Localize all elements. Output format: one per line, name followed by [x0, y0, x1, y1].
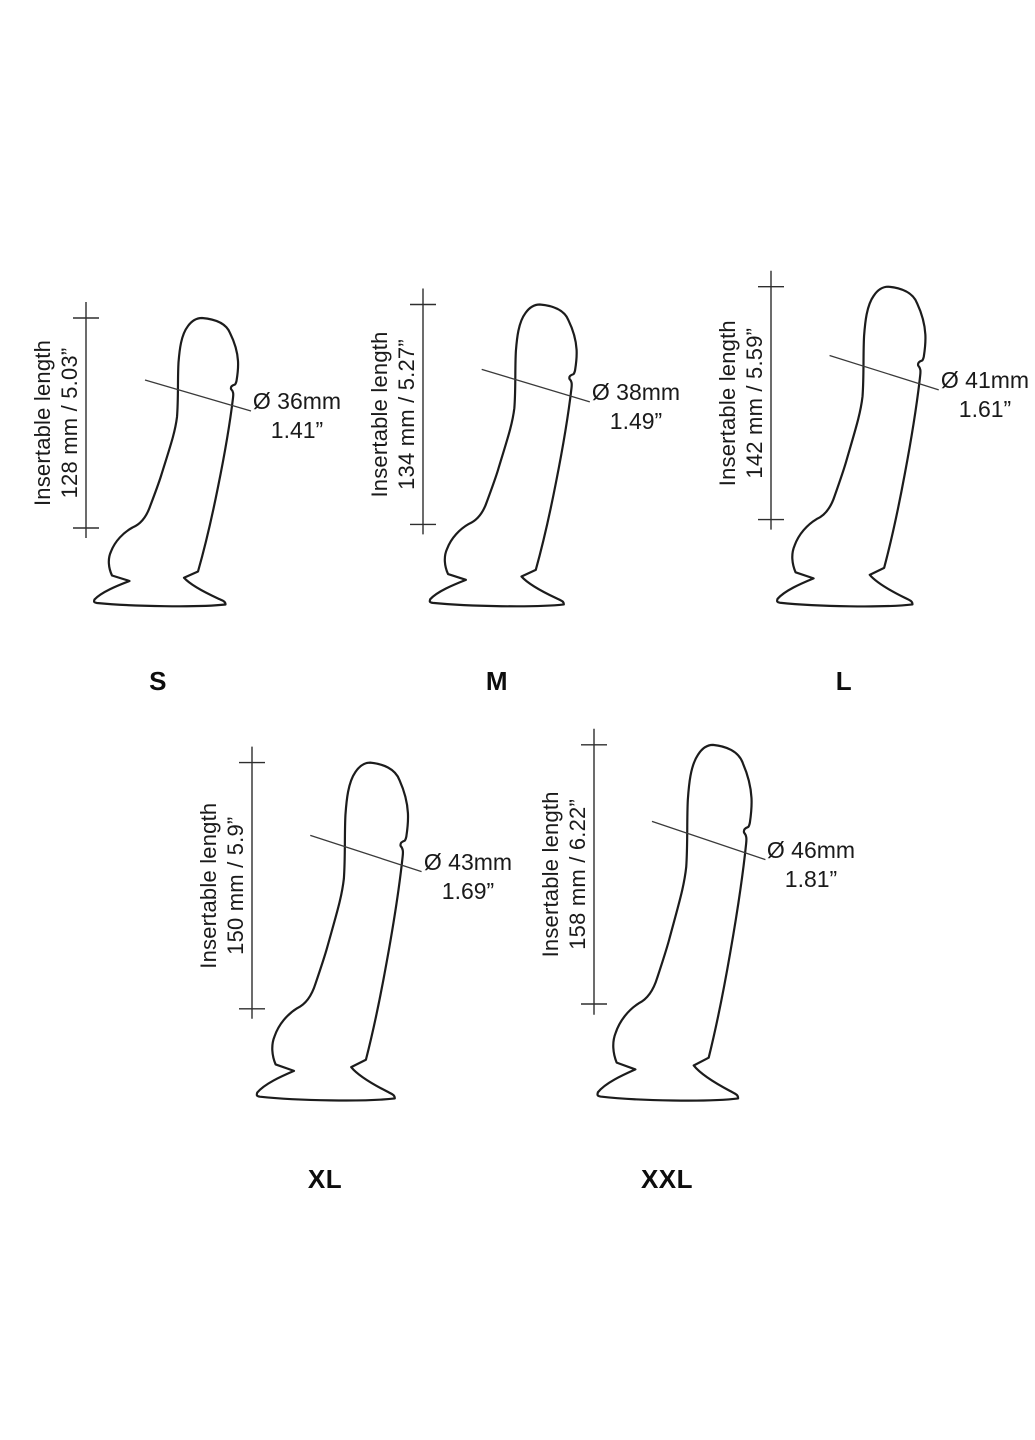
product-outline-group	[777, 287, 939, 607]
product-outline-diagram-xxl: Insertable length 158 mm / 6.22” Ø 46mm …	[538, 728, 855, 1134]
diameter-measure-line	[652, 821, 765, 859]
diameter-mm-value: Ø 38mm	[592, 379, 680, 405]
diameter-inch-value: 1.81”	[785, 866, 837, 892]
product-outline-diagram-l: Insertable length 142 mm / 5.59” Ø 41mm …	[715, 270, 1029, 639]
dimension-line	[73, 302, 99, 538]
figure-size-s: Insertable length 128 mm / 5.03” Ø 36mm …	[28, 293, 358, 641]
insertable-length-label: Insertable length	[538, 791, 563, 957]
dimension-line	[410, 288, 436, 535]
product-outline	[597, 745, 751, 1101]
diameter-mm-value: Ø 36mm	[253, 388, 341, 414]
diameter-measure-line	[482, 369, 590, 401]
diameter-measure-line	[145, 380, 251, 411]
dimension-line	[239, 746, 265, 1019]
dimension-line	[758, 270, 784, 530]
diameter-inch-value: 1.69”	[442, 878, 494, 904]
product-outline	[430, 304, 577, 606]
product-outline-group	[94, 318, 251, 606]
insertable-length-value: 150 mm / 5.9”	[223, 817, 248, 955]
product-outline	[257, 763, 408, 1101]
product-outline-group	[597, 745, 765, 1101]
size-label-l: L	[835, 666, 853, 696]
diameter-inch-value: 1.49”	[610, 408, 662, 434]
insertable-length-label: Insertable length	[367, 331, 392, 497]
figure-size-xl: Insertable length 150 mm / 5.9” Ø 43mm 1…	[194, 735, 529, 1133]
product-outline	[777, 287, 925, 607]
insertable-length-value: 128 mm / 5.03”	[57, 348, 82, 499]
size-label-xxl: XXL	[640, 1164, 694, 1194]
insertable-length-label: Insertable length	[715, 320, 740, 486]
diameter-mm-value: Ø 46mm	[767, 837, 855, 863]
insertable-length-value: 142 mm / 5.59”	[742, 328, 767, 479]
insertable-length-value: 134 mm / 5.27”	[394, 339, 419, 490]
insertable-length-label: Insertable length	[30, 340, 55, 506]
product-outline	[94, 318, 238, 606]
insertable-length-label: Insertable length	[196, 803, 221, 969]
diameter-inch-value: 1.61”	[959, 396, 1011, 422]
diameter-mm-value: Ø 43mm	[424, 849, 512, 875]
diameter-mm-value: Ø 41mm	[941, 367, 1029, 393]
product-outline-diagram-xl: Insertable length 150 mm / 5.9” Ø 43mm 1…	[196, 746, 512, 1133]
figure-size-xxl: Insertable length 158 mm / 6.22” Ø 46mm …	[536, 718, 873, 1134]
product-outline-group	[257, 763, 422, 1101]
product-outline-group	[430, 304, 590, 606]
diameter-measure-line	[310, 835, 421, 871]
dimension-line	[581, 728, 607, 1015]
product-outline-diagram-m: Insertable length 134 mm / 5.27” Ø 38mm …	[367, 288, 680, 640]
size-label-m: M	[485, 666, 509, 696]
size-label-xl: XL	[307, 1164, 343, 1194]
diameter-inch-value: 1.41”	[271, 417, 323, 443]
size-label-s: S	[149, 666, 167, 696]
diameter-measure-line	[830, 355, 939, 389]
product-outline-diagram-s: Insertable length 128 mm / 5.03” Ø 36mm …	[30, 302, 341, 641]
insertable-length-value: 158 mm / 6.22”	[565, 799, 590, 950]
figure-size-m: Insertable length 134 mm / 5.27” Ø 38mm …	[365, 278, 697, 640]
figure-size-l: Insertable length 142 mm / 5.59” Ø 41mm …	[713, 259, 1035, 639]
